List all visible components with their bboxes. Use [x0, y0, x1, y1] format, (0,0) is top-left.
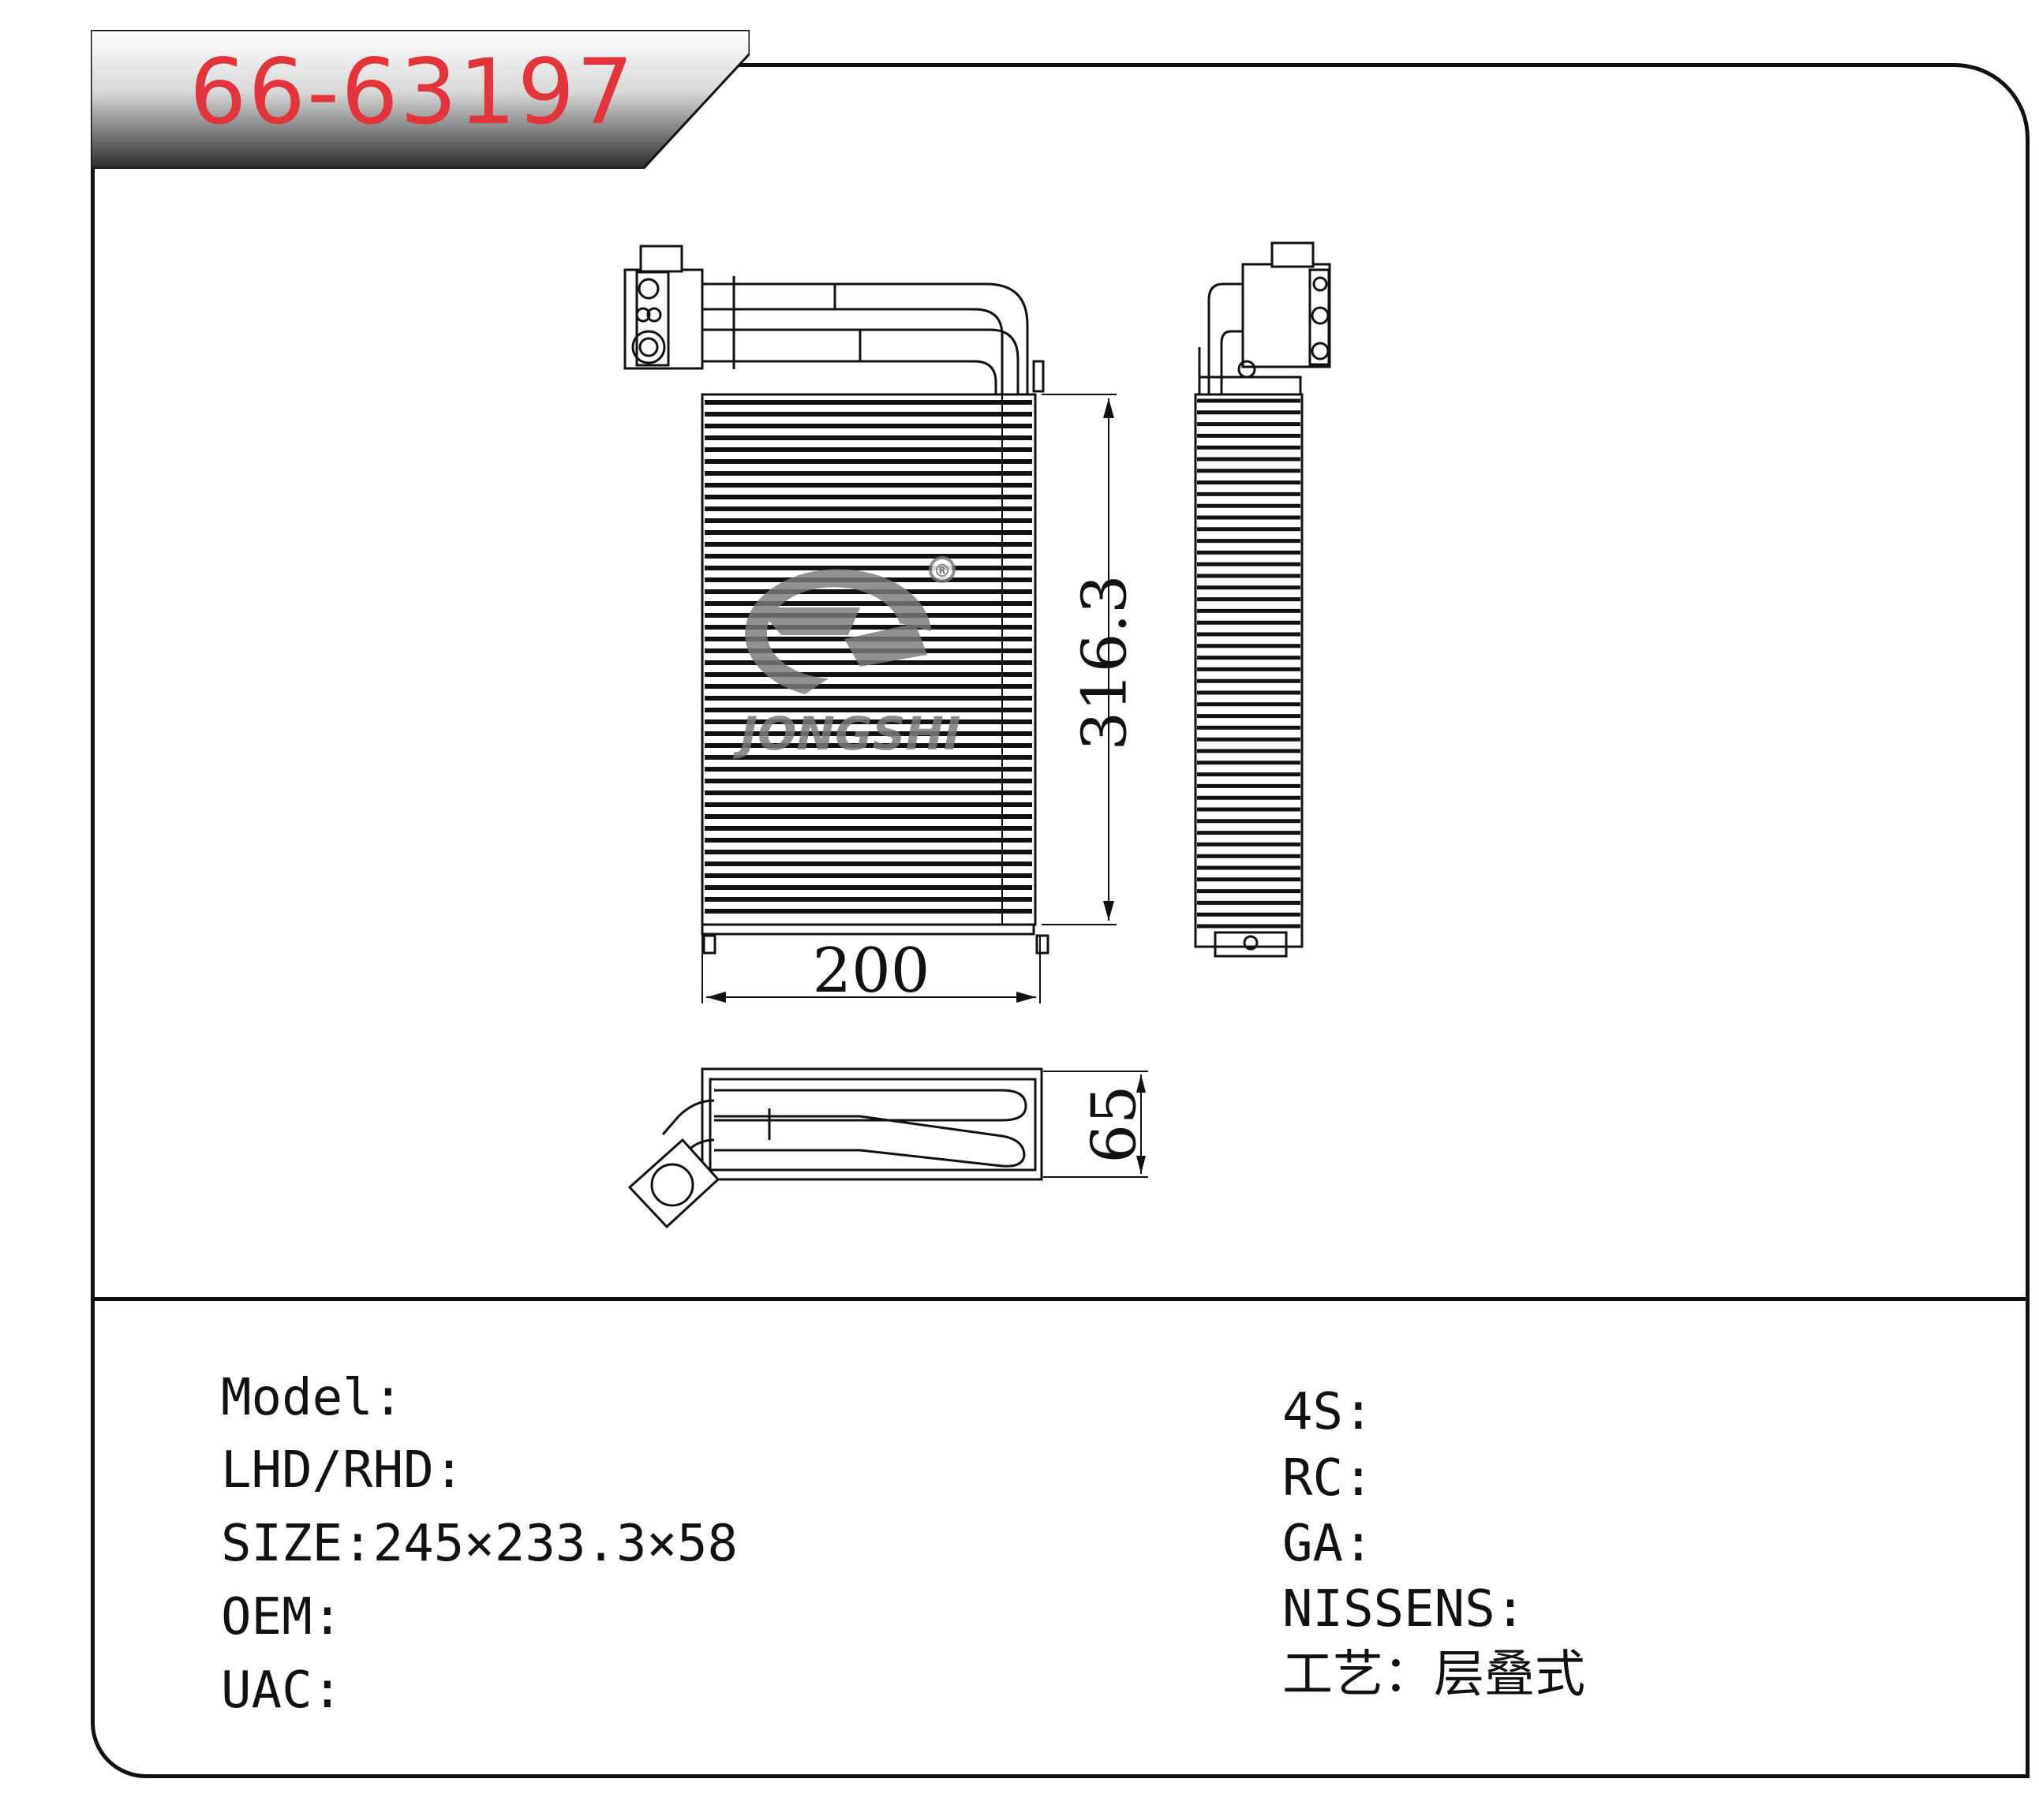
spec-value: 层叠式 [1434, 1646, 1585, 1704]
width-dimension-label: 200 [813, 936, 930, 1007]
spec-row-left-4: OEM: [221, 1592, 342, 1642]
spec-label: SIZE: [221, 1515, 373, 1573]
spec-label: RC: [1282, 1449, 1374, 1508]
spec-label: OEM: [221, 1588, 343, 1646]
sheet-frame [91, 63, 2030, 1778]
technical-drawing: ® JONGSHI 316.3 200 65 [623, 241, 1331, 1229]
spec-row-left-5: UAC: [221, 1665, 342, 1716]
front-view [623, 245, 1117, 1003]
spec-row-right-2: RC: [1282, 1453, 1374, 1504]
spec-label: NISSENS: [1282, 1580, 1526, 1639]
spec-row-right-5: 工艺：层叠式 [1282, 1650, 1585, 1700]
spec-label: LHD/RHD: [221, 1441, 465, 1500]
part-number-title: 66-63197 [189, 39, 635, 144]
side-view [1194, 241, 1331, 958]
spec-label: UAC: [221, 1661, 343, 1720]
depth-dimension-label: 65 [1079, 1085, 1150, 1163]
top-view [627, 1067, 1148, 1229]
spec-row-right-1: 4S: [1282, 1387, 1374, 1437]
height-dimension-label: 316.3 [1070, 574, 1141, 750]
spec-label: Model: [221, 1369, 404, 1427]
spec-label: GA: [1282, 1515, 1374, 1573]
spec-label: 4S: [1282, 1383, 1374, 1441]
section-divider [91, 1297, 2030, 1301]
spec-row-left-1: Model: [221, 1373, 403, 1423]
spec-row-left-3: SIZE:245×233.3×58 [221, 1519, 738, 1569]
spec-row-right-4: NISSENS: [1282, 1584, 1525, 1635]
spec-row-right-3: GA: [1282, 1519, 1374, 1569]
spec-label: 工艺： [1282, 1646, 1434, 1704]
spec-value: 245×233.3×58 [372, 1515, 739, 1573]
title-tab [91, 30, 750, 169]
registered-mark: ® [933, 562, 951, 581]
spec-row-left-2: LHD/RHD: [221, 1445, 464, 1496]
brand-logo-text: JONGSHI [733, 707, 961, 761]
brand-logo [745, 556, 956, 694]
